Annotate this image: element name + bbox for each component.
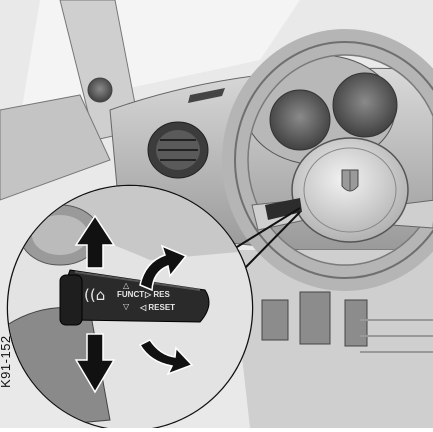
lever-res-label: ▷ RES (144, 290, 170, 299)
air-vent (148, 122, 208, 178)
figure-id-label: K91-152 (0, 335, 13, 388)
lever-funct-label: FUNCT (117, 290, 144, 299)
porsche-crest-icon (342, 170, 358, 191)
cruise-symbol: ((⌂ (84, 286, 105, 304)
pedals (262, 292, 367, 346)
down-indicator-icon: ▽ (123, 302, 130, 311)
up-indicator-icon: △ (123, 281, 130, 290)
lever-reset-label: ◁ RESET (139, 303, 175, 312)
